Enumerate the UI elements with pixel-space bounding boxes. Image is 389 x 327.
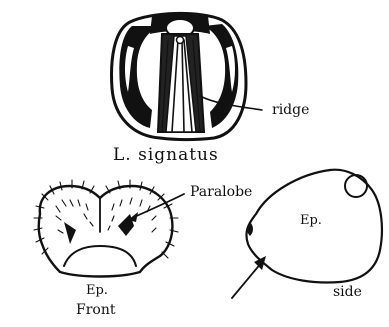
side-dark-spot [247, 222, 253, 236]
epistome-side-view [232, 170, 382, 298]
side-knob [345, 175, 367, 197]
ep-side-label: Ep. [300, 213, 322, 228]
ridge-label: ridge [272, 102, 309, 118]
front-arch [64, 246, 136, 266]
head-dorsal-view [112, 13, 262, 140]
left-paralobe-mark [64, 222, 76, 244]
epistome-front-view [34, 180, 184, 277]
paralobe-label: Paralobe [190, 184, 252, 200]
side-arrow-shaft [232, 262, 262, 298]
front-label: Front [76, 302, 116, 318]
species-label: L. signatus [113, 145, 219, 165]
channel-dot [177, 37, 184, 44]
ep-front-label: Ep. [86, 283, 108, 298]
side-label: side [333, 284, 362, 300]
